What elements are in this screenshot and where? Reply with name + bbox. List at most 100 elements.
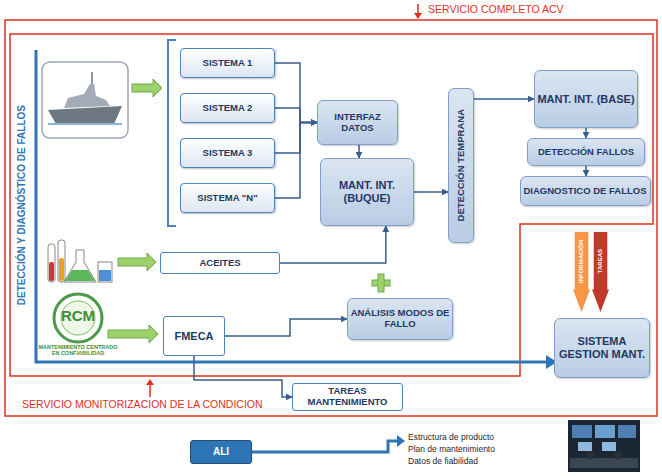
red-pointer-head <box>414 13 422 19</box>
box-text: DETECCIÓN FALLOS <box>538 147 634 158</box>
box-text: ALI <box>213 446 229 458</box>
system-box: SISTEMA "N" <box>180 183 275 213</box>
task-box: TAREAS MANTENIMIENTO <box>292 383 403 411</box>
ali-arrow <box>252 441 398 452</box>
plus-sign <box>379 281 384 286</box>
process-box: DIAGNOSTICO DE FALLOS <box>520 176 651 206</box>
green-arrow <box>118 253 156 271</box>
connector <box>225 319 347 336</box>
beaker-liquid <box>99 270 111 281</box>
box-text: FMECA <box>174 330 213 343</box>
logo-text: RCM <box>54 307 102 324</box>
connector <box>474 98 534 100</box>
box-text: TAREAS MANTENIMIENTO <box>293 386 402 408</box>
operator <box>586 451 594 459</box>
analysis-box: ANÁLISIS MODOS DE FALLO <box>347 298 453 340</box>
side-label: DETECCIÓN Y DIAGNÓSTICO DE FALLOS <box>13 55 31 355</box>
green-arrow <box>132 79 162 97</box>
rcm-logo <box>54 294 102 342</box>
console <box>570 458 638 468</box>
note-text-text: Datos de fiabilidad <box>408 456 478 466</box>
box-text: SISTEMA GESTION MANT. <box>555 335 649 360</box>
management-box: SISTEMA GESTION MANT. <box>554 318 650 378</box>
side-label-text: DETECCIÓN Y DIAGNÓSTICO DE FALLOS <box>16 105 28 305</box>
region-label-text: SERVICIO COMPLETO ACV <box>428 3 564 15</box>
connector <box>280 226 386 263</box>
box-text: TAREAS <box>597 249 604 273</box>
box-text: SISTEMA 1 <box>203 58 253 69</box>
connector <box>358 145 360 158</box>
ali-box: ALI <box>190 440 252 464</box>
connector <box>275 123 317 199</box>
group-bracket <box>168 40 176 226</box>
box-text: DIAGNOSTICO DE FALLOS <box>524 186 647 197</box>
box-text: SISTEMA "N" <box>197 193 257 204</box>
ship-mast <box>91 72 93 84</box>
note-text: Datos de fiabilidad <box>408 456 478 467</box>
red-pointer <box>149 384 151 397</box>
maintenance-box: MANT. INT. (BASE) <box>534 70 638 128</box>
box-text: ACEITES <box>199 258 240 269</box>
control-room-photo <box>568 420 640 472</box>
flask-liquid <box>65 270 95 281</box>
connector <box>414 191 448 193</box>
ship-frame <box>42 62 128 138</box>
maintenance-box: MANT. INT. (BUQUE) <box>320 158 414 226</box>
region-label: SERVICIO MONITORIZACION DE LA CONDICION <box>22 398 263 410</box>
note-text: Estructura de producto <box>408 432 494 443</box>
system-box: SISTEMA 1 <box>180 48 275 78</box>
interface-box: INTERFAZ DATOS <box>317 100 398 145</box>
connector <box>585 166 587 176</box>
region-label-text: SERVICIO MONITORIZACION DE LA CONDICION <box>22 398 263 410</box>
box-text: SISTEMA 2 <box>203 103 253 114</box>
connector <box>585 128 587 138</box>
tube-liquid <box>49 262 54 281</box>
feedback-line <box>36 50 548 362</box>
logo-text-text: RCM <box>61 307 95 324</box>
detection-band: DETECCIÓN TEMPRANA <box>448 88 474 243</box>
screen <box>595 425 615 438</box>
process-box: DETECCIÓN FALLOS <box>527 138 645 166</box>
logo-caption-text: MANTENIMIENTO CENTRADO EN CONFIABILIDAD <box>38 344 117 356</box>
box-text: INFORMACIÓN <box>578 240 585 283</box>
fmeca-box: FMECA <box>163 316 225 356</box>
system-box: SISTEMA 3 <box>180 138 275 168</box>
box-text: INTERFAZ DATOS <box>318 112 397 134</box>
flask <box>64 250 96 282</box>
screen <box>572 425 592 438</box>
plus-sign <box>378 274 384 292</box>
box-text: MANT. INT. (BUQUE) <box>321 179 413 204</box>
arrow-body <box>592 232 609 312</box>
box-text: SISTEMA 3 <box>203 148 253 159</box>
down-arrow: TAREAS <box>592 232 609 312</box>
rcm-logo-inner <box>61 301 95 335</box>
box-text: ANÁLISIS MODOS DE FALLO <box>348 308 452 330</box>
down-arrow: INFORMACIÓN <box>573 232 590 312</box>
ship-hull <box>48 106 122 124</box>
oil-box: ACEITES <box>160 252 280 274</box>
beaker <box>98 262 112 282</box>
tube-liquid <box>59 258 64 281</box>
box-text: DETECCIÓN TEMPRANA <box>456 109 467 221</box>
red-pointer-head <box>146 379 154 385</box>
screen <box>578 442 592 451</box>
connector <box>275 123 317 154</box>
test-tube <box>58 240 65 282</box>
box-text: MANT. INT. (BASE) <box>537 93 634 106</box>
logo-caption: MANTENIMIENTO CENTRADO EN CONFIABILIDAD <box>38 344 118 356</box>
connector <box>275 63 317 123</box>
ali-arrow-head <box>397 435 405 447</box>
red-pointer <box>417 4 419 14</box>
test-tube <box>48 244 55 282</box>
screen <box>618 425 636 438</box>
outer-region <box>5 20 657 416</box>
region-label: SERVICIO COMPLETO ACV <box>428 3 564 15</box>
ship-superstructure <box>64 84 110 108</box>
connector <box>275 108 317 123</box>
system-box: SISTEMA 2 <box>180 93 275 123</box>
note-text-text: Plan de mantenimiento <box>408 444 495 454</box>
water-line <box>48 123 122 125</box>
screen <box>602 442 616 451</box>
green-arrow <box>108 325 158 343</box>
